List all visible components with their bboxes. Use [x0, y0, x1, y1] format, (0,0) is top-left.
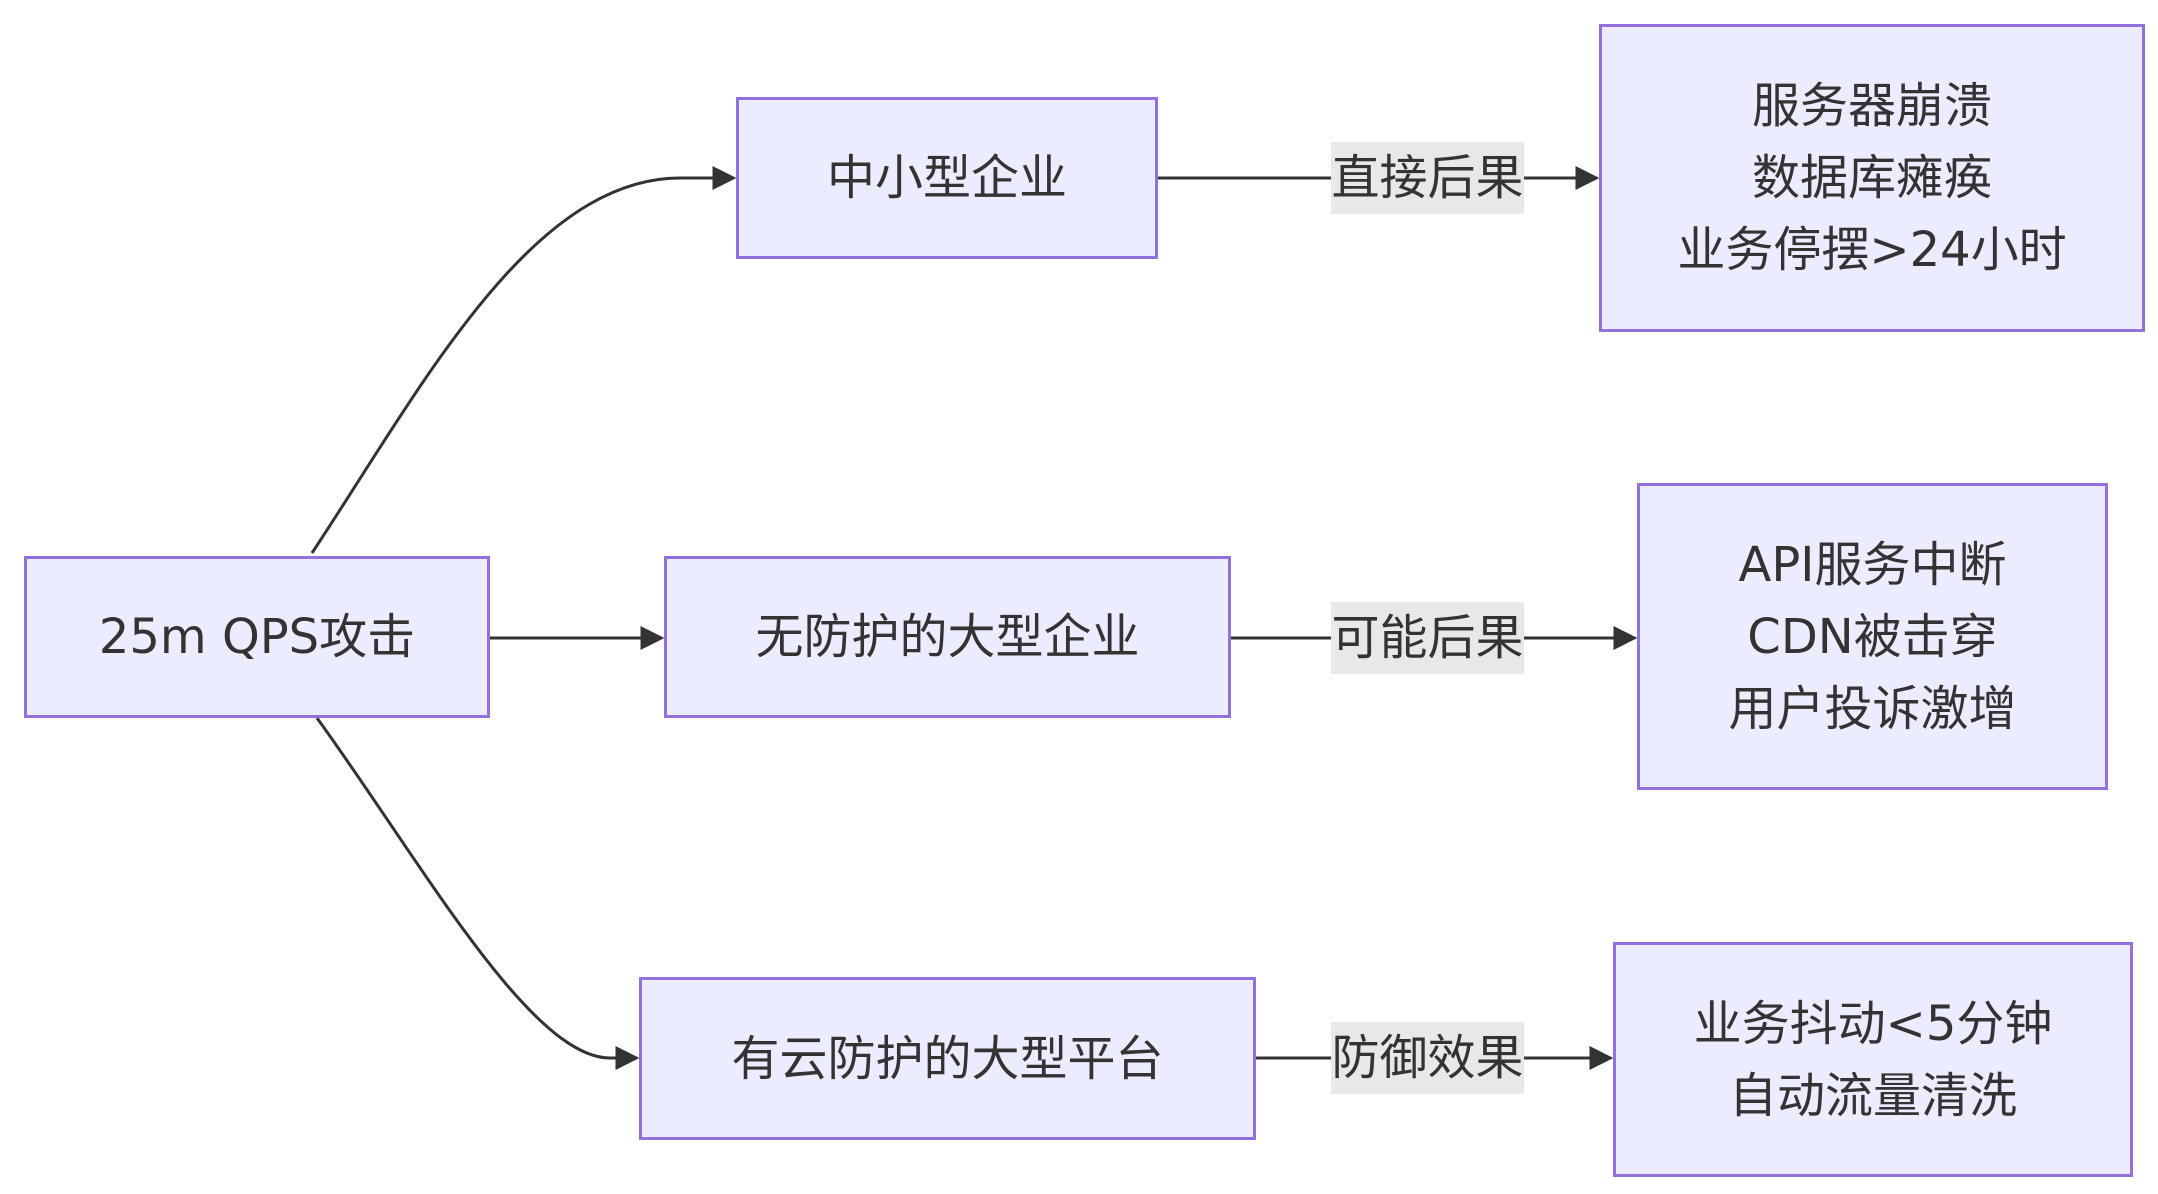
node-result-cloud: 业务抖动<5分钟 自动流量清洗 — [1613, 942, 2133, 1177]
node-large-unprotected: 无防护的大型企业 — [664, 556, 1231, 718]
node-large-cloud: 有云防护的大型平台 — [639, 977, 1256, 1140]
node-result-unprotected-line-2: CDN被击穿 — [1747, 608, 1998, 665]
node-result-small-line-2: 数据库瘫痪 — [1751, 150, 1992, 206]
node-root: 25m QPS攻击 — [24, 556, 490, 718]
node-result-small: 服务器崩溃 数据库瘫痪 业务停摆>24小时 — [1599, 24, 2145, 332]
edge-label-possible: 可能后果 — [1331, 602, 1524, 674]
node-result-small-line-3: 业务停摆>24小时 — [1677, 222, 2067, 278]
node-result-unprotected: API服务中断 CDN被击穿 用户投诉激增 — [1637, 483, 2108, 790]
edge-label-direct: 直接后果 — [1331, 142, 1524, 214]
node-small-biz: 中小型企业 — [736, 97, 1158, 259]
edge-label-defense: 防御效果 — [1331, 1022, 1524, 1094]
node-result-unprotected-line-1: API服务中断 — [1738, 536, 2007, 593]
node-small-biz-line-1: 中小型企业 — [826, 150, 1067, 206]
node-root-line-1: 25m QPS攻击 — [98, 609, 416, 665]
edge-root-to-large-cloud — [315, 717, 640, 1070]
node-result-cloud-line-1: 业务抖动<5分钟 — [1693, 995, 2053, 1052]
node-large-unprotected-line-1: 无防护的大型企业 — [755, 609, 1140, 665]
node-result-small-line-1: 服务器崩溃 — [1751, 78, 1992, 134]
edge-root-to-small-biz — [310, 166, 737, 554]
node-result-unprotected-line-3: 用户投诉激增 — [1728, 680, 2017, 737]
node-result-cloud-line-2: 自动流量清洗 — [1728, 1067, 2017, 1124]
node-large-cloud-line-1: 有云防护的大型平台 — [731, 1030, 1164, 1087]
